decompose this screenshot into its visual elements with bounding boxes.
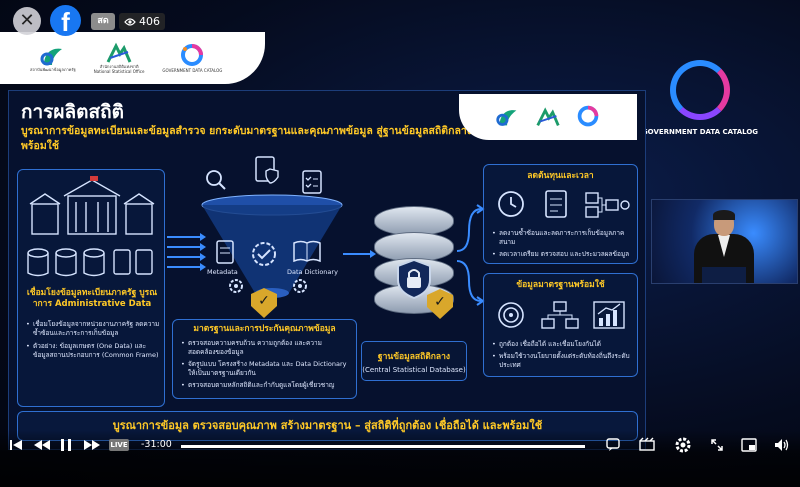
metadata-label: Metadata (207, 268, 238, 276)
dga-logo: สถาบันพัฒนาข้อมูลภาครัฐ (30, 45, 76, 72)
admin-data-bullet-1: เชื่อมโยงข้อมูลจากหน่วยงานภาครัฐ ลดความซ… (26, 320, 161, 338)
progress-bar-fill (181, 445, 585, 448)
gdc-ring-icon (670, 60, 730, 120)
progress-bar[interactable] (181, 445, 585, 448)
dga-logo-text: สถาบันพัฒนาข้อมูลภาครัฐ (30, 66, 76, 72)
video-control-bar (0, 430, 800, 487)
clip-icon[interactable] (639, 437, 655, 451)
flow-arrow-2 (167, 243, 206, 251)
viewer-count-value: 406 (139, 15, 160, 28)
nso-logo: สำนักงานสถิติแห่งชาติ National Statistic… (93, 42, 145, 74)
document-shield-icon (255, 156, 279, 184)
ready-bullet-2: พร้อมใช้วางนโยบายตั้งแต่ระดับท้องถิ่นถึง… (492, 352, 634, 370)
live-status-badge: สด (91, 13, 115, 30)
dga-logo-small (496, 110, 517, 126)
central-db-title: ฐานข้อมูลสถิติกลาง (377, 352, 451, 362)
central-db-subtitle: (Central Statistical Database) (362, 366, 466, 374)
live-indicator[interactable]: LIVE (109, 439, 129, 451)
quality-title: มาตรฐานและการประกันคุณภาพข้อมูล (193, 324, 336, 334)
volume-icon[interactable] (774, 438, 790, 452)
admin-data-bullet-2: ตัวอย่าง: ข้อมูลเกษตร (One Data) และข้อม… (26, 342, 161, 360)
ready-data-title: ข้อมูลมาตรฐานพร้อมใช้ (516, 280, 605, 290)
captions-icon[interactable] (606, 437, 620, 451)
close-icon[interactable]: ✕ (13, 7, 41, 35)
quality-panel: มาตรฐานและการประกันคุณภาพข้อมูล ตรวจสอบค… (172, 319, 357, 399)
settings-icon[interactable] (675, 437, 691, 453)
rewind-icon[interactable] (34, 440, 50, 450)
slide-subtitle: บูรณาการข้อมูลทะเบียนและข้อมูลสำรวจ ยกระ… (21, 125, 479, 152)
report-icon (545, 190, 567, 218)
search-icon (206, 170, 226, 190)
cost-time-title: ลดต้นทุนและเวลา (527, 171, 594, 181)
playback-time: -31:00 (141, 439, 172, 450)
flow-arrows-right (456, 204, 485, 306)
cost-bullet-2: ลดเวลาเตรียม ตรวจสอบ และประมวลผลข้อมูล (492, 250, 634, 259)
viewer-count: 406 (119, 13, 165, 30)
nso-logo-small (536, 107, 560, 127)
gear-icon-right (293, 279, 307, 293)
gdc-logo-text: GOVERNMENT DATA CATALOG (162, 67, 223, 73)
workflow-icon (585, 192, 630, 218)
government-building-icon (29, 176, 155, 235)
database-stack-icons (27, 248, 153, 277)
admin-data-panel: เชื่อมโยงข้อมูลทะเบียนภาครัฐ บูรณาการ Ad… (17, 169, 165, 407)
flow-arrow-4 (167, 263, 206, 271)
gdc-brand-name: GOVERNMENT DATA CATALOG (641, 128, 759, 136)
eye-icon (124, 17, 136, 26)
cost-time-panel: ลดต้นทุนและเวลา ลดงานซ้ำซ้อนและลดภาระการ… (483, 164, 638, 264)
pause-icon[interactable] (60, 439, 72, 451)
lock-shield-icon (397, 258, 431, 300)
flow-arrow-1 (167, 233, 206, 241)
quality-bullet-1: ตรวจสอบความครบถ้วน ความถูกต้อง และความสอ… (181, 339, 348, 357)
data-dictionary-icon (293, 240, 321, 263)
ready-bullet-1: ถูกต้อง เชื่อถือได้ และเชื่อมโยงกันได้ (492, 340, 634, 349)
gear-check-icon (252, 242, 276, 266)
fullscreen-icon[interactable] (711, 439, 723, 451)
presentation-slide: การผลิตสถิติ บูรณาการข้อมูลทะเบียนและข้อ… (8, 90, 646, 450)
pip-icon[interactable] (741, 438, 757, 452)
growth-chart-icon (593, 301, 625, 329)
gdc-logo: GOVERNMENT DATA CATALOG (162, 43, 223, 73)
checklist-icon (302, 170, 322, 194)
quality-bullet-2: จัดรูปแบบ โครงสร้าง Metadata และ Data Di… (181, 360, 348, 378)
skip-back-icon[interactable] (9, 439, 23, 451)
speaker-podium (702, 267, 746, 283)
nso-logo-text-en: National Statistical Office (93, 69, 145, 74)
flow-arrow-3 (167, 253, 206, 261)
header-logo-banner: สถาบันพัฒนาข้อมูลภาครัฐ สำนักงานสถิติแห่… (0, 32, 265, 84)
cost-bullet-1: ลดงานซ้ำซ้อนและลดภาระการเก็บข้อมูลภาคสนา… (492, 229, 634, 247)
quality-shield-badge (251, 288, 277, 318)
gdc-logo-small (577, 105, 599, 127)
slide-logo-strip (459, 94, 637, 140)
target-icon (498, 302, 524, 328)
facebook-icon[interactable]: f (50, 5, 81, 37)
slide-title: การผลิตสถิติ (21, 101, 124, 123)
network-icon (541, 301, 579, 329)
speaker-hair (713, 210, 735, 220)
quality-bullet-3: ตรวจสอบตามหลักสถิติและกำกับดูแลโดยผู้เชี… (181, 381, 348, 390)
flow-arrow-to-db (343, 250, 376, 258)
nso-logo-text-th: สำนักงานสถิติแห่งชาติ (99, 64, 139, 69)
ready-data-panel: ข้อมูลมาตรฐานพร้อมใช้ ถูกต้อง เชื่อถือได… (483, 273, 638, 377)
data-dictionary-label: Data Dictionary (287, 268, 338, 276)
clock-icon (498, 191, 524, 217)
central-db-label: ฐานข้อมูลสถิติกลาง (Central Statistical … (361, 341, 467, 381)
metadata-icon (216, 240, 234, 264)
speaker-video-inset (651, 199, 798, 284)
admin-data-title: เชื่อมโยงข้อมูลทะเบียนภาครัฐ บูรณาการ Ad… (26, 288, 158, 309)
central-database-icon (374, 206, 454, 336)
fast-forward-icon[interactable] (84, 440, 100, 450)
gear-icon-left (229, 279, 243, 293)
gdc-brand-mark: GOVERNMENT DATA CATALOG (640, 60, 760, 150)
